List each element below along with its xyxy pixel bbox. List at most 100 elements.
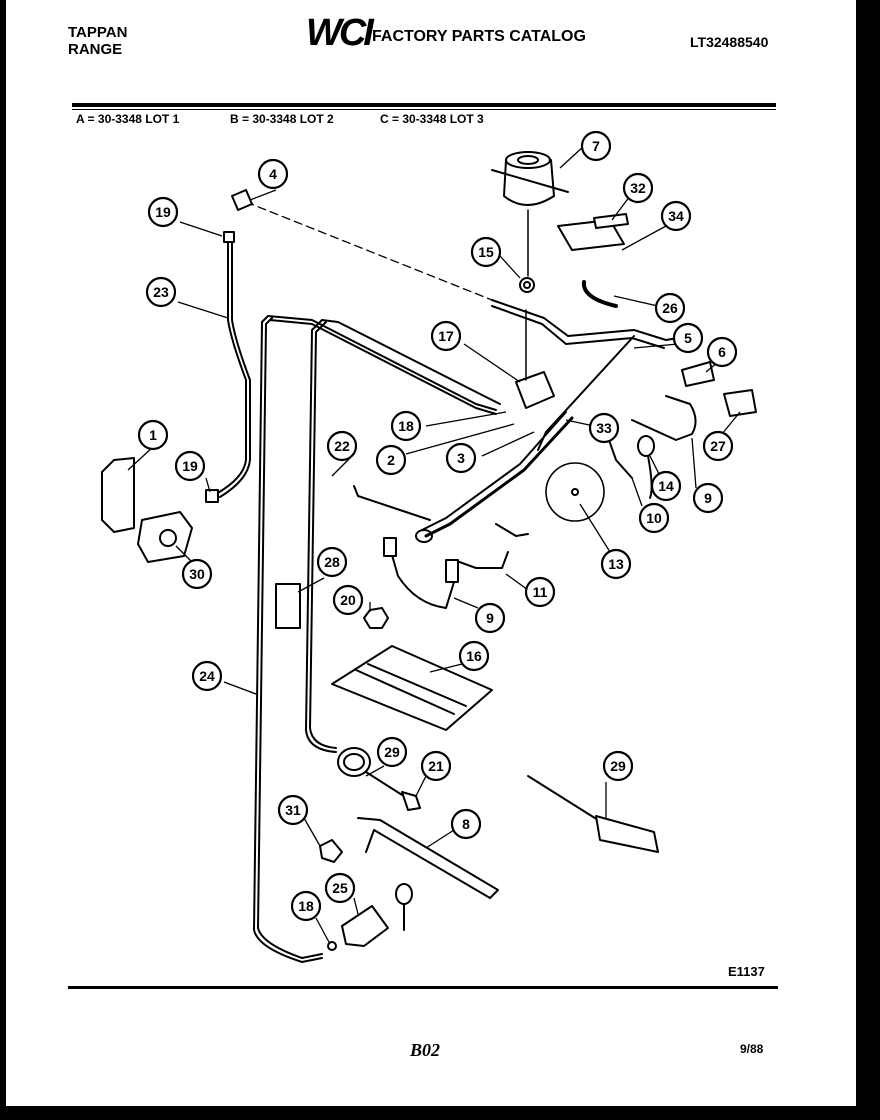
leader-9-upper [691,437,697,489]
page-number: B02 [410,1040,441,1060]
coil-29-inner [343,753,365,771]
callout-22: 22 [326,430,358,462]
svg-text:34: 34 [668,208,684,224]
leader-23 [177,301,229,319]
leader-13 [579,503,611,553]
leader-28 [297,577,325,593]
callout-29-right: 29 [602,750,634,782]
leader-17 [463,343,521,383]
manifold-5-outline [491,305,665,349]
part-26-tube [581,280,618,308]
svg-text:19: 19 [155,204,171,220]
lot-c-label: C = 30-3348 LOT 3 [380,112,484,126]
nut-20 [363,607,389,629]
deflector-16-fold [367,663,467,707]
washer-15-hole [523,281,531,289]
tube-24-top-outline [269,319,497,415]
manifold-5 [491,299,679,341]
tube-24-top [267,315,497,411]
wire-9-lower [389,547,455,609]
leader-7 [559,145,585,169]
svg-text:15: 15 [478,244,494,260]
callout-20: 20 [332,584,364,616]
callout-18-lower: 18 [290,890,322,922]
wire-9-upper [631,395,697,441]
wire-11 [453,551,509,569]
switch-30 [137,511,193,563]
callout-4: 4 [257,158,289,190]
clip-31 [319,839,343,863]
callout-30: 30 [181,558,213,590]
callout-29-left: 29 [376,736,408,768]
leader-31 [303,817,321,847]
lot-a-label: A = 30-3348 LOT 1 [76,112,180,126]
callout-3: 3 [445,442,477,474]
bracket-32 [593,213,629,229]
callout-31: 31 [277,794,309,826]
callout-16: 16 [458,640,490,672]
deflector-16-fold-2 [355,669,455,715]
leader-21 [415,775,427,797]
callout-24: 24 [191,660,223,692]
leader-32 [611,195,631,221]
callout-18-upper: 18 [390,410,422,442]
header-rule-thick [72,103,776,107]
burner-7-port [517,155,539,165]
leader-3 [481,431,535,457]
print-date: 9/88 [740,1042,764,1056]
orifice-13-detail [545,462,605,522]
burner-tube-8 [357,817,499,899]
svg-text:29: 29 [384,744,400,760]
svg-text:8: 8 [462,816,470,832]
svg-text:2: 2 [387,452,395,468]
leader-4 [249,189,277,201]
model-number: LT32488540 [690,34,769,50]
callout-14: 14 [650,470,682,502]
manifold-5-branch [537,335,635,451]
leader-5 [633,343,679,349]
callout-2: 2 [375,444,407,476]
washer-15-shape [519,277,535,293]
svg-text:17: 17 [438,328,454,344]
valve-25-ring [395,883,413,905]
tube-24 [253,315,323,963]
svg-text:24: 24 [199,668,215,684]
part-4-body [231,189,253,211]
callout-11: 11 [524,576,556,608]
relay-28 [275,583,301,629]
svg-text:28: 28 [324,554,340,570]
valve-17 [515,371,555,409]
callout-33: 33 [588,412,620,444]
svg-text:9: 9 [704,490,712,506]
manifold-end [415,529,433,543]
leader-34 [621,225,667,251]
leader-8 [425,829,455,849]
svg-text:3: 3 [457,450,465,466]
part-21-body [401,791,421,811]
igniter-29 [595,815,659,853]
tube-22 [305,319,337,753]
callout-19-top: 19 [147,196,179,228]
manifold-33-outline [421,411,567,531]
tube-22-top [321,319,501,405]
svg-text:20: 20 [340,592,356,608]
svg-text:25: 25 [332,880,348,896]
svg-text:10: 10 [646,510,662,526]
callout-27: 27 [702,430,734,462]
header-rule-thin [72,109,776,110]
callout-5: 5 [672,322,704,354]
footer-rule [68,986,778,989]
callout-28: 28 [316,546,348,578]
callout-25: 25 [324,872,356,904]
svg-text:26: 26 [662,300,678,316]
orifice-13 [571,488,579,496]
spark-electrode [445,559,459,583]
callout-10: 10 [638,502,670,534]
brand-block: TAPPAN RANGE [68,24,127,58]
leader-24 [223,681,257,695]
bracket-1 [101,457,135,533]
burner-7-bar [491,169,569,193]
svg-text:22: 22 [334,438,350,454]
leader-19-top [179,221,223,237]
